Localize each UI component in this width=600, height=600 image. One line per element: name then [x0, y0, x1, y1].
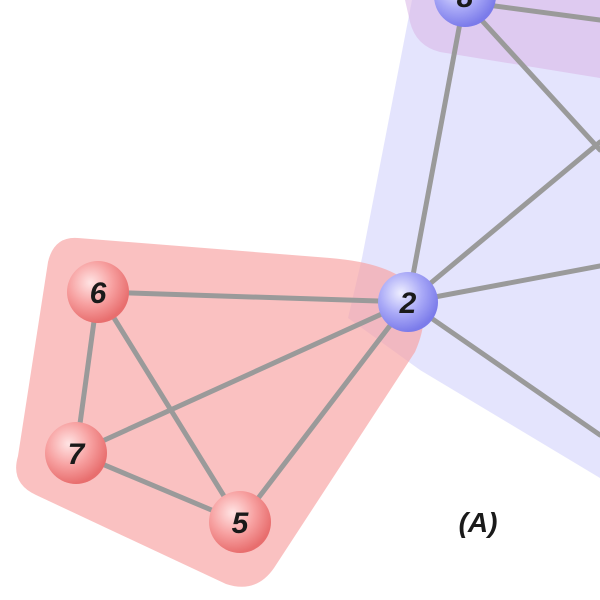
node-8[interactable]: 8	[434, 0, 496, 27]
node-7[interactable]: 7	[45, 422, 107, 484]
node-8-label: 8	[457, 0, 474, 14]
community-region-blue	[348, 0, 600, 478]
node-2[interactable]: 2	[378, 272, 438, 332]
node-5[interactable]: 5	[209, 491, 271, 553]
edge-n7-n2	[73, 299, 411, 456]
edge-n6-n2	[95, 289, 411, 305]
node-5-label: 5	[232, 507, 250, 540]
edge-n6-n5	[95, 289, 243, 525]
node-2-label: 2	[399, 287, 417, 320]
node-6[interactable]: 6	[67, 261, 129, 323]
node-6-label: 6	[90, 277, 107, 310]
panel-label: (A)	[459, 507, 498, 538]
edge-n5-n2	[237, 299, 411, 525]
node-7-label: 7	[68, 438, 86, 471]
edge-n2-n8	[405, 0, 467, 305]
